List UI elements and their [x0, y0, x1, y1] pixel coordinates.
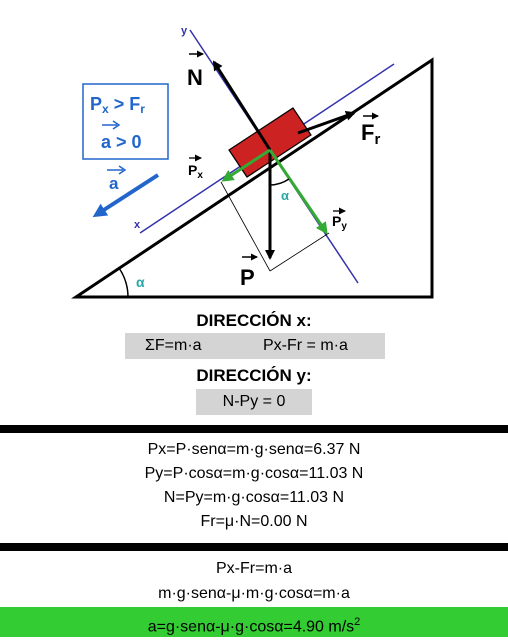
direction-x-equations: ΣF=m·a Px-Fr = m·a: [125, 333, 385, 359]
alpha-base-label: α: [136, 274, 145, 290]
projection-line-py: [269, 232, 330, 272]
acceleration-result-row: a=g·senα-μ·g·cosα=4.90 m/s2: [0, 607, 508, 637]
px-fr-equation: Px-Fr = m·a: [263, 337, 348, 354]
direction-y-equation: N-Py = 0: [196, 389, 312, 415]
inclined-plane-diagram: α x y α N Fr P Px Py Px > Fr a > 0 a: [71, 25, 434, 299]
px-label: Px: [188, 162, 203, 181]
inner-angle-arc: [269, 178, 290, 186]
base-angle-arc: [118, 267, 129, 298]
normal-force-arrow: [212, 60, 272, 151]
condition-line-1: Px > Fr: [90, 94, 145, 116]
acceleration-label: a: [109, 174, 119, 193]
direction-x-title: DIRECCIÓN x:: [196, 311, 312, 330]
py-component-arrow: [268, 149, 328, 235]
py-label: Py: [332, 213, 347, 232]
separator-bottom: [0, 543, 508, 551]
py-result: Py=P·cosα=m·g·cosα=11.03 N: [144, 465, 364, 482]
y-axis-label: y: [181, 25, 188, 37]
separator-top: [0, 425, 508, 433]
acceleration-result: a=g·senα-μ·g·cosα=4.90 m/s2: [147, 616, 361, 636]
alpha-inner-label: α: [281, 188, 289, 203]
sum-forces-equation: ΣF=m·a: [145, 337, 202, 354]
condition-line-2: a > 0: [101, 132, 142, 152]
friction-label: Fr: [361, 120, 380, 148]
direction-y-title: DIRECCIÓN y:: [196, 366, 312, 385]
fr-result: Fr=μ·N=0.00 N: [200, 513, 308, 530]
normal-label: N: [187, 65, 203, 90]
weight-label: P: [240, 265, 255, 290]
condition-box: [82, 83, 169, 160]
n-result: N=Py=m·g·cosα=11.03 N: [163, 489, 345, 506]
x-axis-label: x: [134, 219, 141, 231]
acceleration-arrow: [92, 173, 160, 218]
px-component-arrow: [221, 148, 271, 182]
px-result: Px=P·senα=m·g·senα=6.37 N: [147, 441, 361, 458]
motion-equation: Px-Fr=m·a: [216, 560, 292, 577]
expanded-equation: m·g·senα-μ·m·g·cosα=m·a: [158, 585, 350, 602]
friction-force-arrow: [297, 110, 356, 135]
inclined-plane: [71, 57, 434, 299]
projection-line-px: [220, 181, 271, 272]
